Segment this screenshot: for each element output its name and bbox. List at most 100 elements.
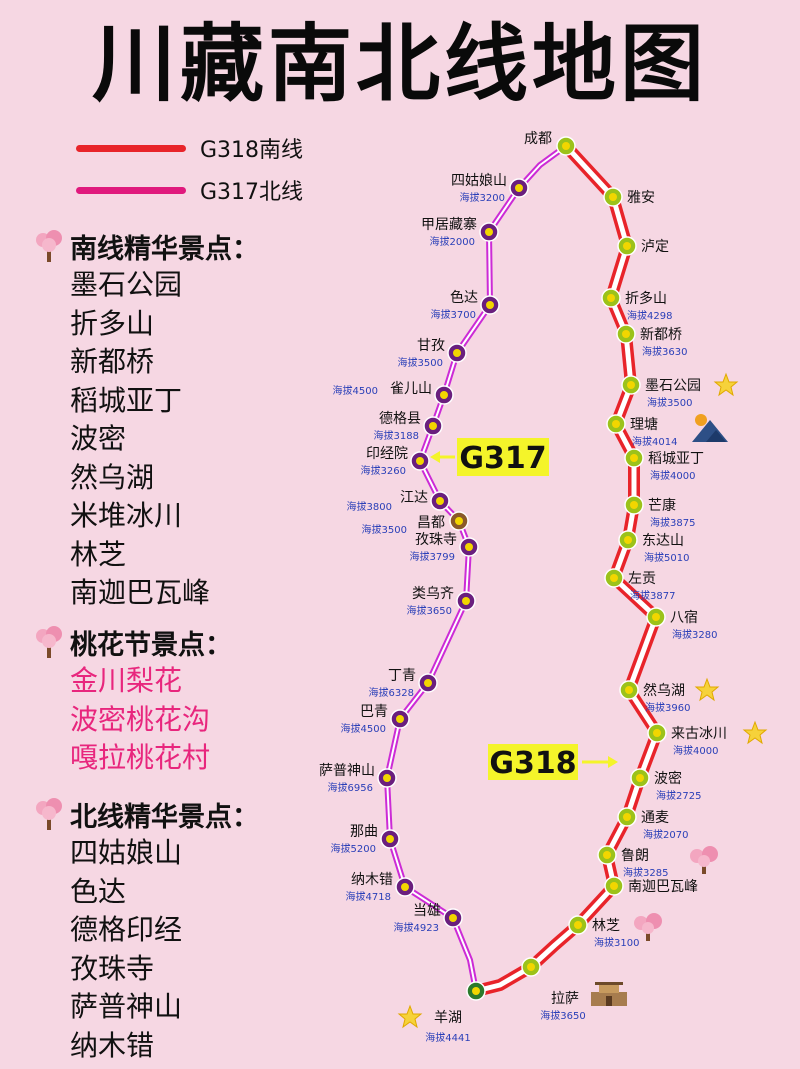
north-stop-node-core [401,883,409,891]
south-heading-row: 南线精华景点： [34,226,259,266]
legend-south: G318南线 [76,128,303,168]
stop-name: 巴青 [360,704,388,720]
altitude-label: 海拔6328 [369,686,414,699]
altitude-label: 海拔5010 [644,551,689,564]
yanghu-node-core [472,987,480,995]
north-highlights: 北线精华景点： 四姑娘山 色达 德格印经 孜珠寺 萨普神山 纳木错 [34,794,259,1065]
stop-name: 理塘 [630,417,658,433]
list-item: 波密桃花沟 [70,702,211,736]
altitude-label: 海拔4298 [627,309,672,322]
altitude-label: 海拔3960 [645,701,690,714]
chengdu-node-core [562,142,570,150]
south-stop-node-core [623,813,631,821]
blossom-tree-icon [36,230,62,262]
north-stop-node-core [386,835,394,843]
south-stop-node-core [630,501,638,509]
stop-name: 成都 [524,131,552,147]
g317-tag: G317 [430,438,549,476]
altitude-label: 海拔3285 [623,866,668,879]
south-stop-node-core [624,536,632,544]
stop-name: 左贡 [628,571,656,587]
legend-north: G317北线 [76,170,303,210]
north-stop-node-core [436,497,444,505]
north-stop-node-core [449,914,457,922]
legend-north-label: G317北线 [200,180,304,205]
stop-name: 波密 [654,770,682,787]
north-stop-node-core [455,517,463,525]
altitude-label: 海拔4441 [425,1031,470,1044]
g318-tag: G318 [488,744,618,781]
stop-name: 来古冰川 [671,726,727,742]
page-title: 川藏南北线地图 [91,15,708,113]
stop-name: 萨普神山 [319,763,375,779]
altitude-label: 海拔3650 [407,604,452,617]
south-stop-node-core [603,851,611,859]
stop-name: 稻城亚丁 [648,451,704,467]
peach-heading-row: 桃花节景点： [34,622,232,662]
list-item: 德格印经 [70,913,183,946]
north-line-swatch [76,186,186,194]
stop-name: 通麦 [641,810,669,826]
south-stop-node-core [610,882,618,890]
stop-name: 色达 [450,289,478,306]
stop-labels: 雅安泸定折多山海拔4298新都桥海拔3630墨石公园海拔3500理塘海拔4014… [319,131,727,1044]
stop-name: 南迦巴瓦峰 [628,879,698,895]
altitude-label: 海拔3650 [540,1009,585,1022]
altitude-label: 海拔2725 [656,789,701,802]
altitude-label: 海拔3500 [398,356,443,369]
list-item: 波密 [70,422,127,455]
north-stop-node-core [396,715,404,723]
north-stop-node-core [440,391,448,399]
altitude-label: 海拔3500 [362,523,407,536]
stop-name: 四姑娘山 [451,173,507,189]
north-stop-node-core [486,301,494,309]
list-item: 然乌湖 [70,460,155,494]
stop-name: 江达 [400,490,428,506]
stop-name: 纳木错 [351,872,393,888]
altitude-label: 海拔4923 [394,921,439,934]
north-heading-row: 北线精华景点： [34,794,259,834]
stop-name: 雅安 [627,190,655,206]
altitude-label: 海拔3800 [347,500,392,513]
altitude-label: 海拔3188 [374,429,419,442]
stop-name: 印经院 [366,446,408,462]
list-item: 稻城亚丁 [70,383,183,417]
blossom-tree-icon [36,798,62,830]
peach-highlights: 桃花节景点： 金川梨花 波密桃花沟 嘎拉桃花村 [34,622,232,778]
north-stop-node-core [515,184,523,192]
altitude-label: 海拔3877 [630,589,675,602]
stop-name: 八宿 [670,609,698,626]
stop-name: 芒康 [648,497,676,514]
north-stop-node-core [462,597,470,605]
altitude-label: 海拔2070 [643,828,688,841]
south-stop-node-core [652,613,660,621]
altitude-label: 海拔4000 [673,744,718,757]
stop-name: 拉萨 [551,991,579,1007]
south-route-outer [474,141,663,997]
blossom-tree-icon [690,846,718,874]
south-stop-node-core [627,381,635,389]
stop-name: 折多山 [625,290,667,307]
altitude-label: 海拔4500 [341,722,386,735]
list-item: 萨普神山 [70,990,183,1023]
stop-name: 羊湖 [434,1010,462,1026]
list-item: 折多山 [70,306,155,340]
lasa-node-core [527,963,535,971]
g317-tag-label: G317 [459,441,546,476]
list-item: 墨石公园 [70,268,183,301]
north-stop-node-core [383,774,391,782]
south-stop-node-core [607,294,615,302]
north-stop-node-core [416,457,424,465]
south-stop-node-core [625,686,633,694]
list-item: 嘎拉桃花村 [70,741,211,774]
map-decorations [397,372,768,1029]
list-item: 南迦巴瓦峰 [70,576,211,609]
north-stop-node-core [485,228,493,236]
stop-name: 孜珠寺 [415,532,457,548]
south-highlights: 南线精华景点： 墨石公园 折多山 新都桥 稻城亚丁 波密 然乌湖 米堆冰川 林芝… [34,226,259,613]
south-stop-node-core [574,921,582,929]
palace-icon [591,982,627,1006]
stop-name: 鲁朗 [621,848,649,864]
altitude-label: 海拔3799 [410,550,455,563]
list-item: 色达 [70,874,127,908]
